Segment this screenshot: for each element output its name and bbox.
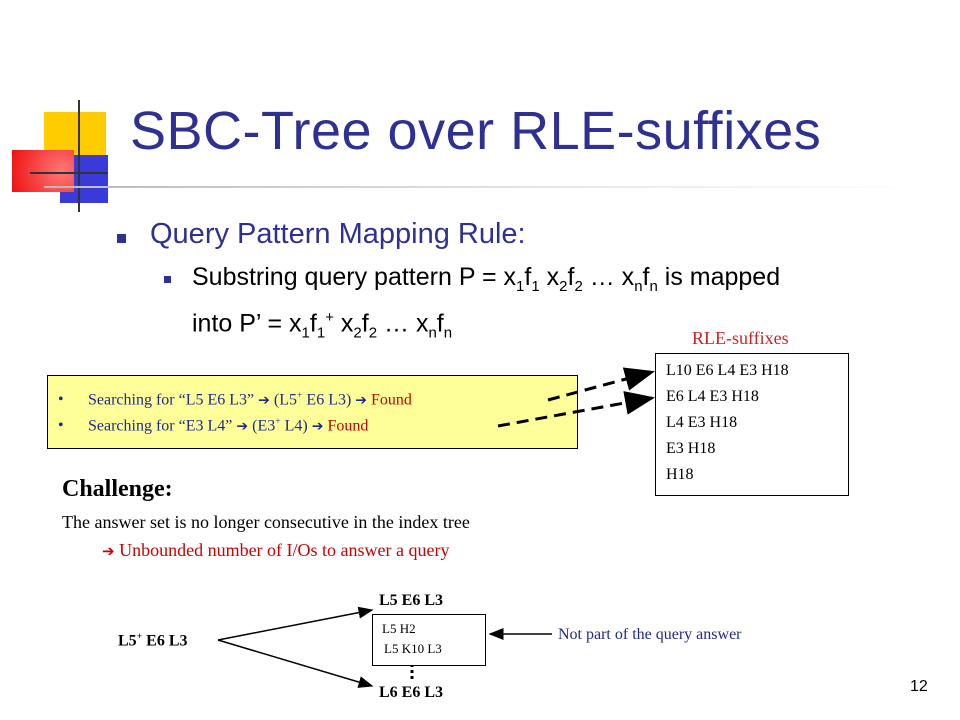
challenge-description: The answer set is no longer consecutive … — [62, 512, 470, 532]
rle-suffixes-label: RLE-suffixes — [692, 328, 789, 348]
not-part-note: Not part of the query answer — [558, 626, 742, 643]
rle-suffix-item: L10 E6 L4 E3 H18 — [666, 362, 789, 379]
non-answer-box: L5 H2 L5 K10 L3 — [372, 614, 486, 666]
logo-horizontal-line — [30, 172, 108, 174]
logo-vertical-line — [78, 100, 80, 212]
tree-branch-bottom — [217, 639, 374, 688]
non-answer-item: L5 K10 L3 — [384, 641, 442, 656]
right-arrow-icon: ➔ — [355, 392, 368, 409]
rule-description: Substring query pattern P = x1f1 x2f2 … … — [192, 263, 781, 342]
non-answer-item: L5 H2 — [382, 621, 416, 636]
title-underline — [44, 186, 924, 188]
range-start-label: L5 E6 L3 — [379, 592, 444, 609]
logo-red-square — [12, 150, 74, 192]
right-arrow-icon: ➔ — [236, 418, 249, 435]
search-examples-box: •Searching for “L5 E6 L3” ➔ (L5+ E6 L3) … — [47, 375, 578, 449]
bullet-square-small — [164, 276, 171, 283]
right-arrow-icon: ➔ — [102, 542, 115, 560]
challenge-consequence: ➔ Unbounded number of I/Os to answer a q… — [102, 540, 450, 560]
tree-branch-top — [217, 606, 374, 641]
query-root-label: L5+ E6 L3 — [118, 631, 188, 650]
challenge-heading: Challenge: — [62, 476, 173, 502]
page-number: 12 — [910, 678, 928, 695]
search-example: •Searching for “E3 L4” ➔ (E3+ L4) ➔ Foun… — [58, 416, 369, 435]
bullet-square — [117, 234, 126, 243]
rle-suffixes-list: L10 E6 L4 E3 H18 E6 L4 E3 H18 L4 E3 H18 … — [655, 353, 849, 496]
rle-suffix-item: L4 E3 H18 — [666, 414, 738, 431]
rle-suffix-item: E3 H18 — [666, 440, 716, 457]
rule-heading: Query Pattern Mapping Rule: — [150, 218, 526, 250]
right-arrow-icon: ➔ — [311, 418, 324, 435]
range-end-label: L6 E6 L3 — [379, 684, 444, 701]
slide-title: SBC-Tree over RLE-suffixes — [130, 101, 822, 161]
search-example: •Searching for “L5 E6 L3” ➔ (L5+ E6 L3) … — [58, 390, 412, 409]
decorative-logo — [0, 100, 140, 220]
rle-suffix-item: E6 L4 E3 H18 — [666, 388, 759, 405]
right-arrow-icon: ➔ — [258, 392, 270, 409]
rle-suffix-item: H18 — [666, 466, 694, 483]
